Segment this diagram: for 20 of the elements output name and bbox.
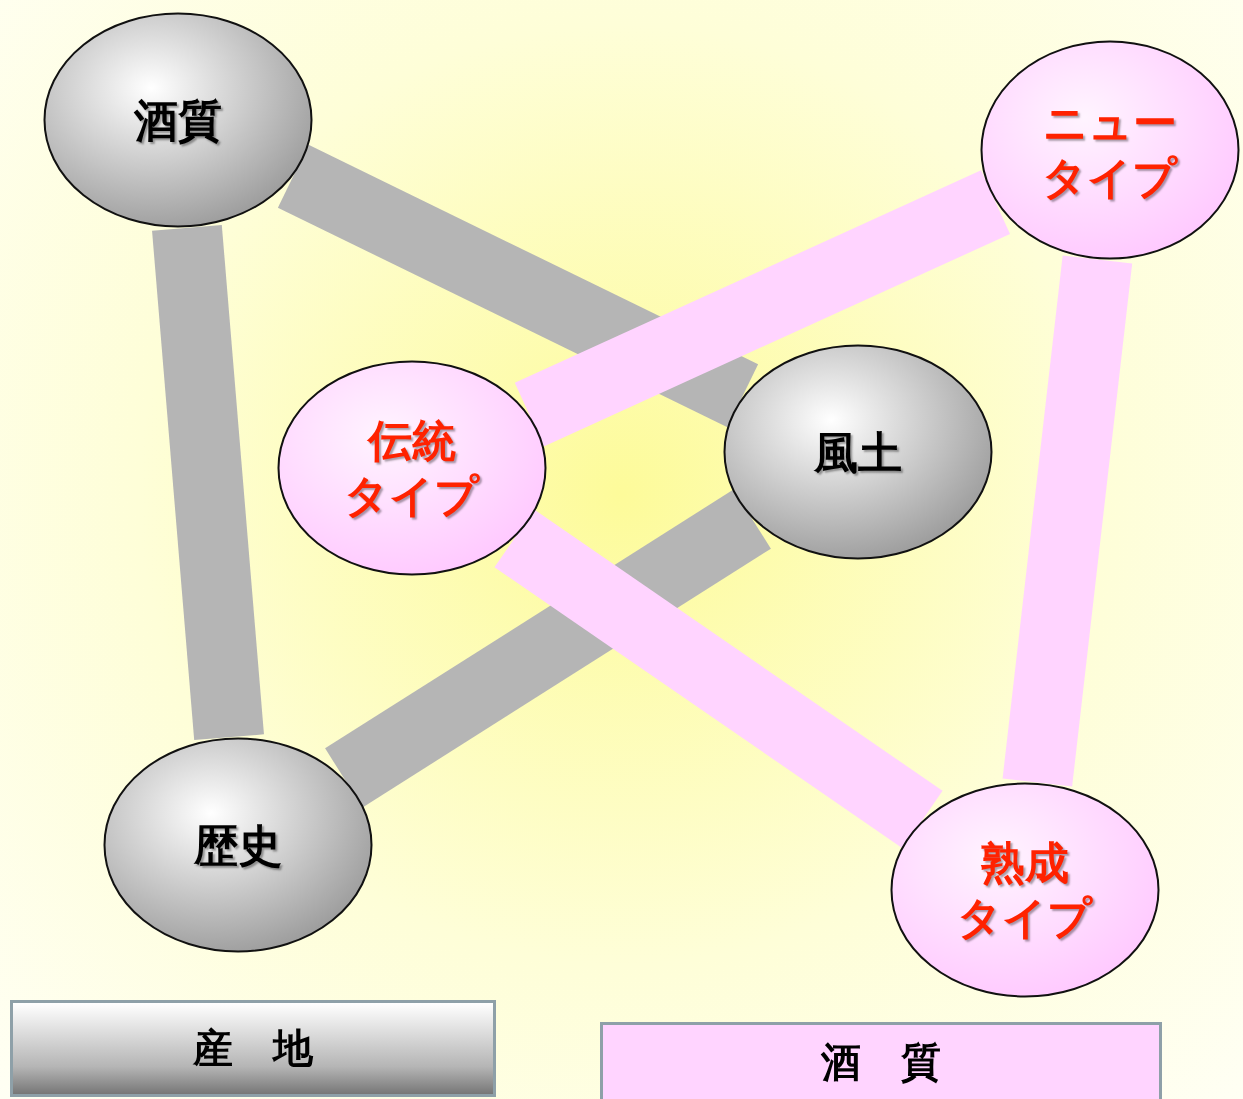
ellipse-node	[723, 344, 993, 560]
connector-tube	[494, 509, 943, 849]
connector-tube	[325, 489, 771, 808]
legend-label: 酒 質	[821, 1037, 941, 1087]
ellipse-node	[890, 782, 1160, 998]
node-label: 熟成タイプ	[956, 836, 1094, 945]
node-label: 風土	[813, 425, 903, 480]
node-label: 酒質	[133, 93, 223, 148]
ellipse-node	[43, 12, 313, 228]
ellipse-node	[277, 360, 547, 576]
connector-tube	[152, 224, 264, 741]
connector-tube	[514, 170, 1010, 447]
legend-label: 産 地	[193, 1024, 313, 1073]
node-label: ニュータイプ	[1041, 96, 1179, 205]
node-label: 伝統タイプ	[343, 414, 481, 523]
connector-tube	[1002, 255, 1133, 787]
node-label: 歴史	[193, 818, 283, 873]
connector-tube	[277, 144, 759, 428]
ellipse-node	[980, 40, 1240, 260]
ellipse-node	[103, 737, 373, 953]
